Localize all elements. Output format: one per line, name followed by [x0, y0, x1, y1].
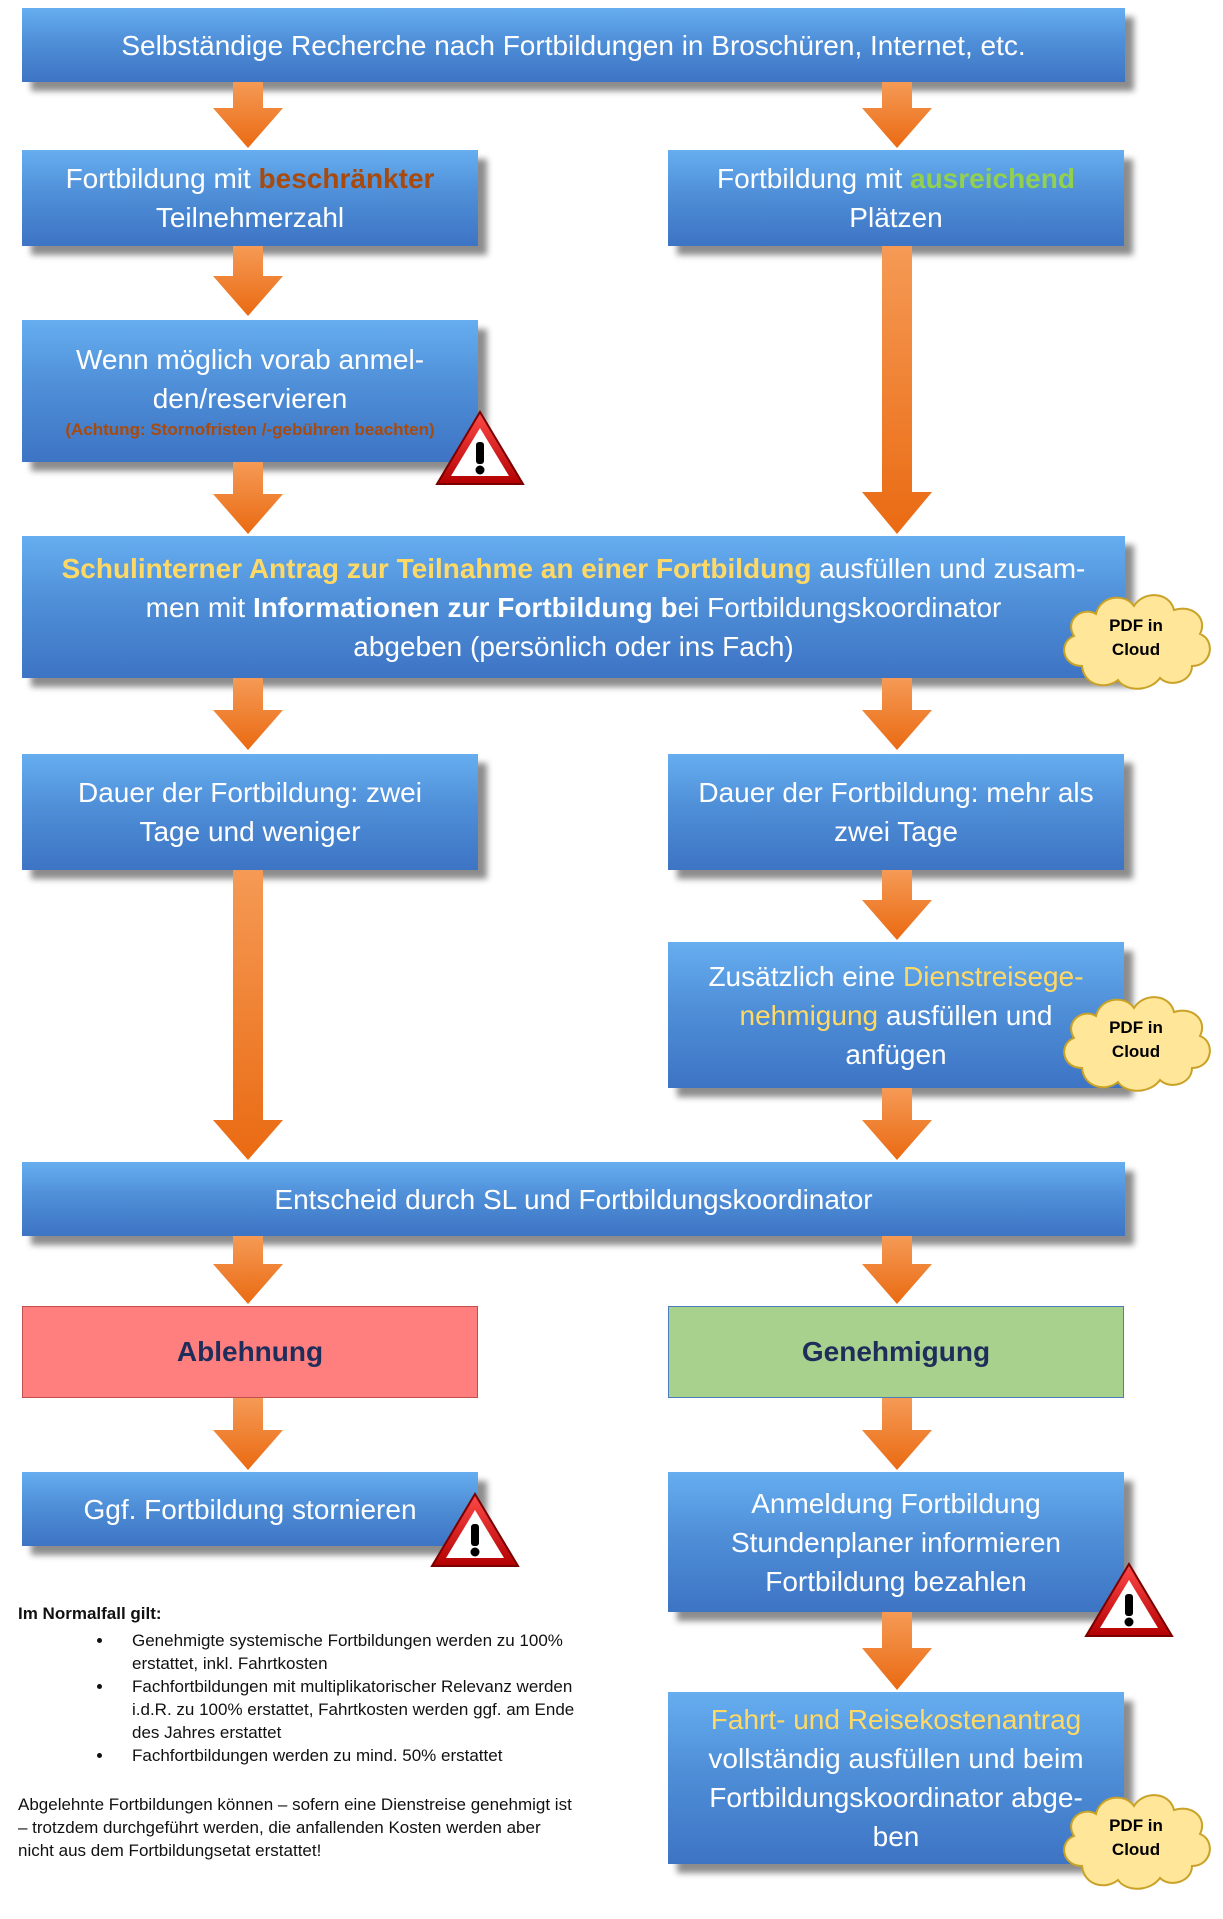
duration-long-line1: Dauer der Fortbildung: mehr als: [698, 777, 1094, 808]
box-cancel: Ggf. Fortbildung stornieren: [22, 1472, 478, 1546]
box-duration-short: Dauer der Fortbildung: zwei Tage und wen…: [22, 754, 478, 870]
limited-post: Teilnehmerzahl: [155, 202, 345, 233]
box-duration-long: Dauer der Fortbildung: mehr als zwei Tag…: [668, 754, 1124, 870]
arrow-down-icon: [862, 1088, 932, 1160]
box-approval: Genehmigung: [668, 1306, 1124, 1398]
reserve-warning: (Achtung: Stornofristen /-gebühren beach…: [65, 420, 435, 439]
notes-section: Im Normalfall gilt: Genehmigte systemisc…: [18, 1602, 578, 1862]
arrow-down-icon: [862, 678, 932, 750]
cancel-text: Ggf. Fortbildung stornieren: [83, 1493, 417, 1525]
antrag-text1: ausfüllen und zusam-: [811, 552, 1086, 584]
cloud-label-line2: Cloud: [1111, 1840, 1161, 1859]
antrag-text3: abgeben (persönlich oder ins Fach): [353, 630, 794, 662]
box-limited-participants: Fortbildung mit beschränkter Teilnehmerz…: [22, 150, 478, 246]
arrow-down-icon: [213, 678, 283, 750]
duration-short-line1: Dauer der Fortbildung: zwei: [78, 777, 422, 808]
cloud-label-line1: PDF in: [1109, 1018, 1163, 1037]
sufficient-post: Plätzen: [849, 202, 943, 233]
box-antrag: Schulinterner Antrag zur Teilnahme an ei…: [22, 536, 1125, 678]
step-research: Selbständige Recherche nach Fortbildunge…: [22, 8, 1125, 82]
decision-text: Entscheid durch SL und Fortbildungskoord…: [274, 1183, 873, 1215]
dienstreise-post2: ausfüllen und: [878, 999, 1053, 1031]
dienstreise-highlight1: Dienstreisege-: [903, 960, 1084, 992]
warning-icon: [1084, 1562, 1174, 1637]
box-rejection: Ablehnung: [22, 1306, 478, 1398]
cloud-label-line2: Cloud: [1111, 1042, 1161, 1061]
arrow-down-icon: [862, 1398, 932, 1470]
antrag-bold2: Informationen zur Fortbildung b: [253, 591, 678, 623]
notes-heading: Im Normalfall gilt:: [18, 1604, 162, 1623]
warning-icon: [435, 410, 525, 485]
travel-line2: vollständig ausfüllen und beim: [708, 1743, 1084, 1774]
register-line3: Fortbildung bezahlen: [765, 1565, 1027, 1597]
step-research-text: Selbständige Recherche nach Fortbildunge…: [121, 29, 1026, 61]
arrow-down-icon: [862, 1612, 932, 1690]
notes-item: Genehmigte systemische Fortbildungen wer…: [114, 1629, 578, 1675]
box-dienstreise: Zusätzlich eine Dienstreisege- nehmigung…: [668, 942, 1124, 1088]
duration-long-line2: zwei Tage: [833, 816, 958, 847]
register-line1: Anmeldung Fortbildung: [751, 1487, 1041, 1519]
notes-list: Genehmigte systemische Fortbildungen wer…: [18, 1629, 578, 1767]
reserve-line1: Wenn möglich vorab anmel-: [75, 344, 425, 375]
cloud-icon: PDF in Cloud: [1052, 578, 1220, 698]
cloud-icon: PDF in Cloud: [1052, 1778, 1220, 1898]
antrag-text2a: men mit: [145, 591, 253, 623]
arrow-down-icon: [213, 1398, 283, 1470]
reserve-line2: den/reservieren: [152, 383, 348, 414]
antrag-highlight: Schulinterner Antrag zur Teilnahme an ei…: [61, 552, 812, 584]
notes-item: Fachfortbildungen werden zu mind. 50% er…: [114, 1744, 578, 1767]
dienstreise-pre: Zusätzlich eine: [708, 960, 903, 992]
cloud-label-line1: PDF in: [1109, 1816, 1163, 1835]
arrow-down-icon: [213, 1236, 283, 1304]
cloud-label-line2: Cloud: [1111, 640, 1161, 659]
notes-item: Fachfortbildungen mit multiplikatorische…: [114, 1675, 578, 1744]
approval-text: Genehmigung: [801, 1336, 991, 1367]
dienstreise-line3: anfügen: [845, 1038, 947, 1070]
arrow-down-icon: [213, 246, 283, 316]
box-reserve: Wenn möglich vorab anmel- den/reserviere…: [22, 320, 478, 462]
travel-line4: ben: [872, 1821, 920, 1852]
warning-icon: [430, 1492, 520, 1567]
notes-footer: Abgelehnte Fortbildungen können – sofern…: [18, 1795, 572, 1860]
duration-short-line2: Tage und weniger: [139, 816, 361, 847]
box-sufficient-places: Fortbildung mit ausreichend Plätzen: [668, 150, 1124, 246]
arrow-down-long-icon: [862, 246, 932, 534]
arrow-down-long-icon: [213, 870, 283, 1160]
rejection-text: Ablehnung: [176, 1336, 324, 1367]
box-register: Anmeldung Fortbildung Stundenplaner info…: [668, 1472, 1124, 1612]
register-line2: Stundenplaner informieren: [731, 1526, 1061, 1558]
box-decision: Entscheid durch SL und Fortbildungskoord…: [22, 1162, 1125, 1236]
travel-line3: Fortbildungskoordinator abge-: [709, 1782, 1083, 1813]
travel-highlight: Fahrt- und Reisekostenantrag: [710, 1704, 1082, 1735]
cloud-label-line1: PDF in: [1109, 616, 1163, 635]
limited-pre: Fortbildung mit: [65, 163, 259, 194]
dienstreise-highlight2: nehmigung: [739, 999, 879, 1031]
arrow-down-icon: [862, 82, 932, 148]
cloud-icon: PDF in Cloud: [1052, 980, 1220, 1100]
sufficient-highlight: ausreichend: [910, 163, 1075, 194]
arrow-down-icon: [862, 1236, 932, 1304]
limited-highlight: beschränkter: [258, 163, 435, 194]
arrow-down-icon: [862, 870, 932, 940]
box-travel-costs: Fahrt- und Reisekostenantrag vollständig…: [668, 1692, 1124, 1864]
arrow-down-icon: [213, 462, 283, 534]
antrag-text2b: ei Fortbildungskoordinator: [677, 591, 1002, 623]
arrow-down-icon: [213, 82, 283, 148]
sufficient-pre: Fortbildung mit: [717, 163, 910, 194]
